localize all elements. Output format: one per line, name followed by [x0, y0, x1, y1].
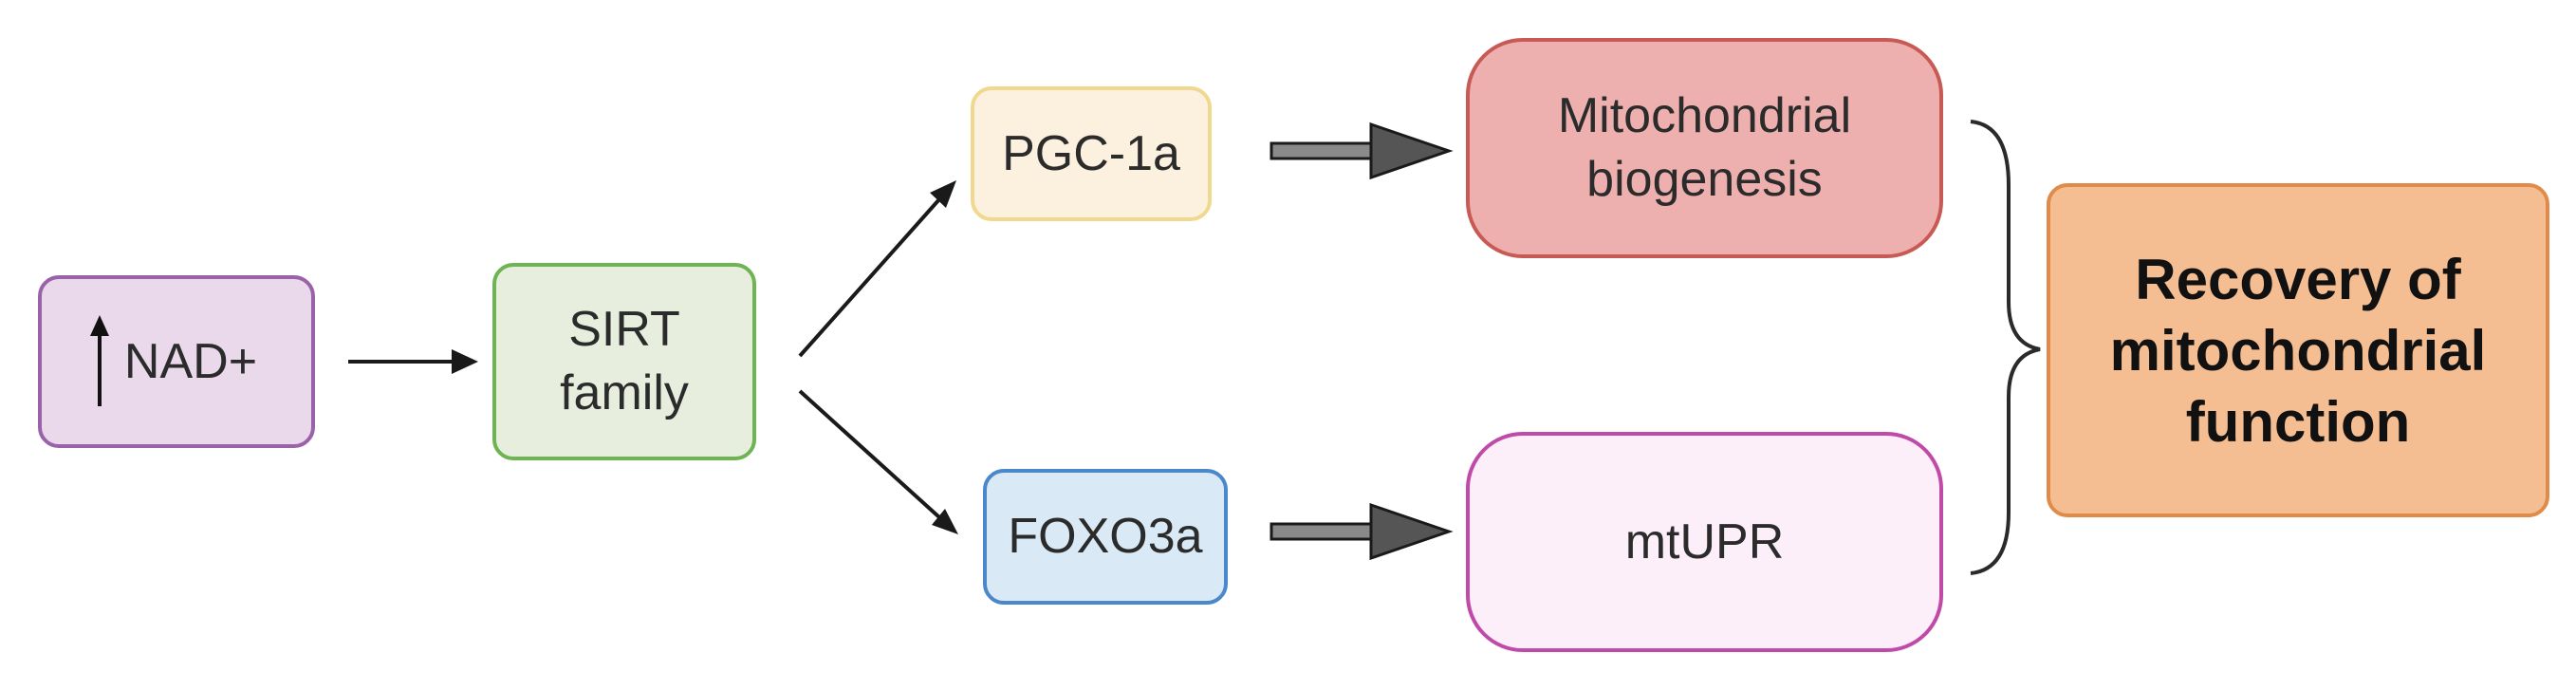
edge-foxo-to-mtupr [1269, 502, 1454, 561]
recovery-label: Recovery of mitochondrial function [2109, 247, 2487, 454]
foxo-label: FOXO3a [1008, 509, 1203, 565]
mitochondrial-biogenesis-node: Mitochondrial biogenesis [1466, 38, 1943, 258]
pgc-label: PGC-1a [1002, 125, 1180, 181]
edge-sirt-to-foxo [798, 389, 958, 534]
mito-label: Mitochondrial biogenesis [1557, 88, 1852, 207]
pgc-1a-node: PGC-1a [971, 86, 1212, 221]
up-arrow-icon [89, 315, 109, 406]
nad-label: NAD+ [123, 333, 258, 389]
edge-sirt-to-pgc [798, 180, 956, 358]
mtupr-label: mtUPR [1624, 514, 1785, 570]
mtupr-node: mtUPR [1466, 432, 1943, 652]
edge-nad-to-sirt [348, 349, 478, 374]
edge-pgc-to-mito [1269, 121, 1454, 180]
nad-node: NAD+ [38, 275, 315, 448]
curly-brace [1970, 120, 2041, 575]
sirt-family-node: SIRT family [492, 263, 756, 460]
foxo3a-node: FOXO3a [983, 469, 1228, 605]
sirt-label: SIRT family [560, 302, 689, 420]
recovery-node: Recovery of mitochondrial function [2047, 183, 2549, 517]
